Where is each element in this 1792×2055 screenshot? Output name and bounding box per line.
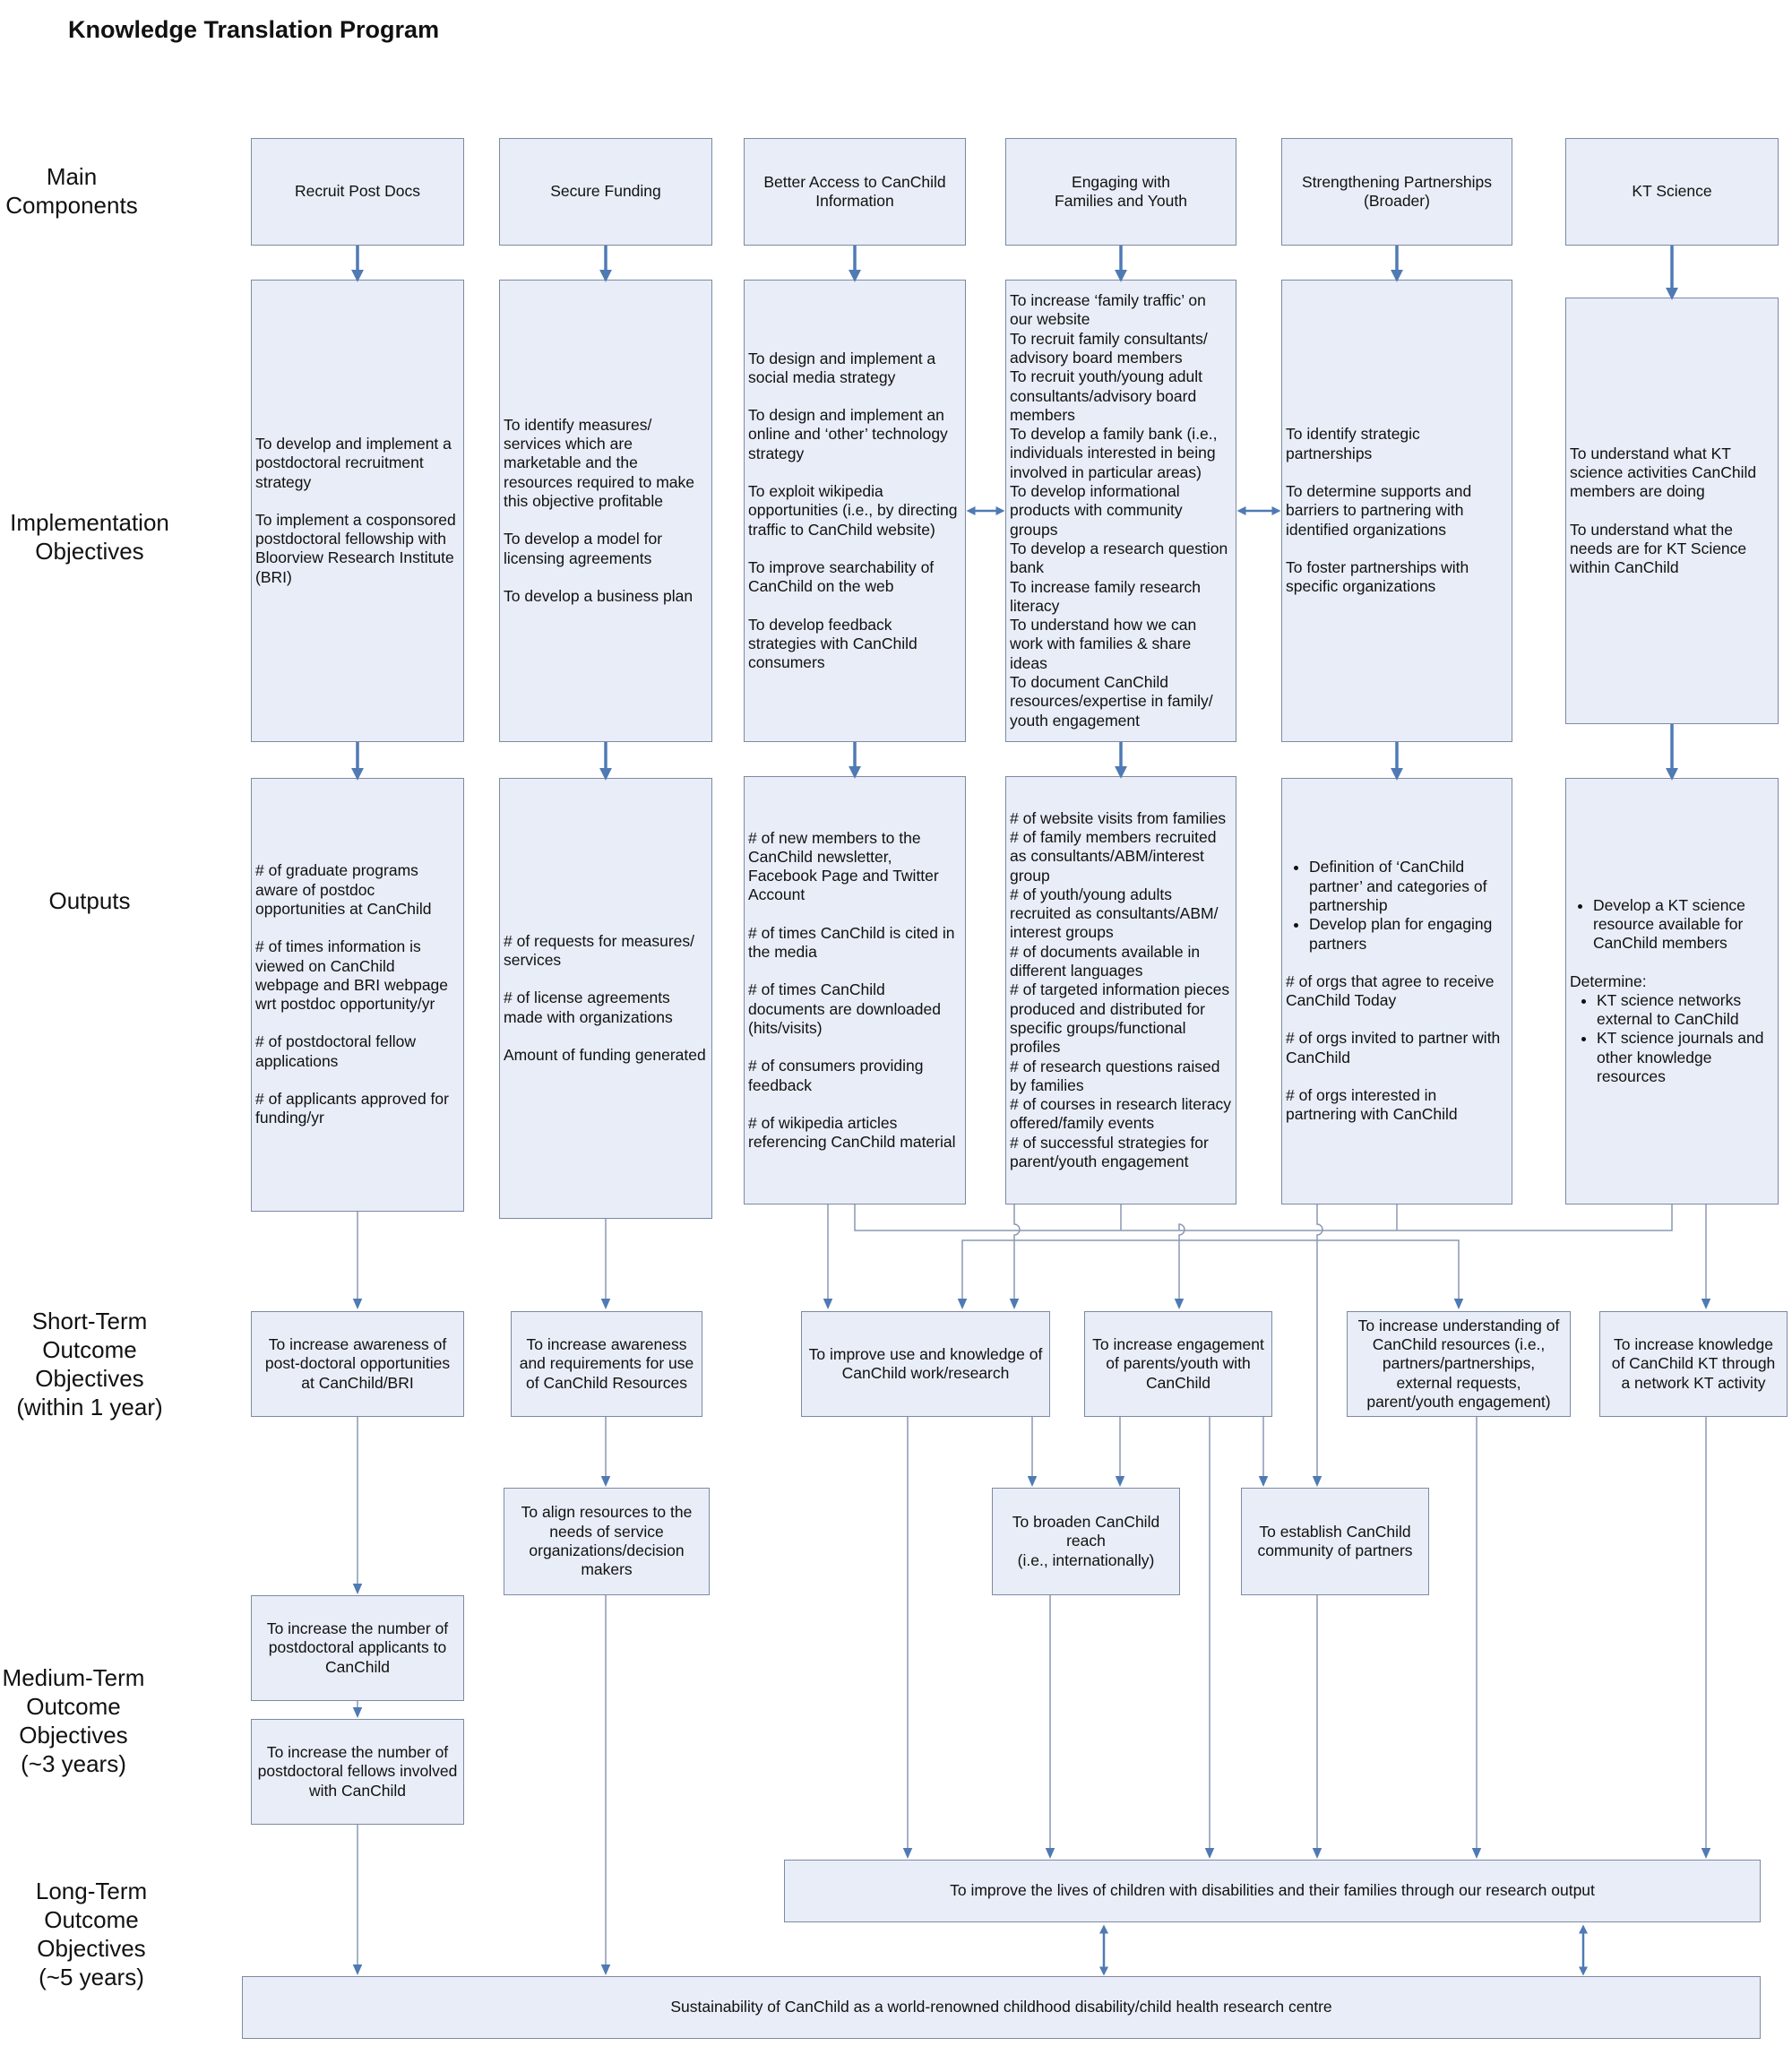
align-resources: To align resources to the needs of servi… (504, 1488, 710, 1595)
implementation-recruit: To develop and implement a postdoctoral … (251, 280, 464, 742)
outputs-kt-science: Develop a KT science resource available … (1565, 778, 1779, 1205)
implementation-funding: To identify measures/ services which are… (499, 280, 712, 742)
page-title: Knowledge Translation Program (68, 16, 440, 43)
short-term-kt-knowledge: To increase knowledge of CanChild KT thr… (1599, 1311, 1788, 1417)
medium-term-applicants: To increase the number of postdoctoral a… (251, 1595, 464, 1701)
implementation-families: To increase ‘family traffic’ on our webs… (1005, 280, 1236, 742)
row-label-outputs: Outputs (48, 887, 131, 914)
short-term-engagement: To increase engagement of parents/youth … (1084, 1311, 1272, 1417)
broaden-reach: To broaden CanChild reach(i.e., internat… (992, 1488, 1180, 1595)
medium-term-fellows: To increase the number of postdoctoral f… (251, 1719, 464, 1825)
component-strengthening-partnerships: Strengthening Partnerships(Broader) (1281, 138, 1512, 246)
long-term-improve-lives: To improve the lives of children with di… (784, 1860, 1761, 1922)
short-term-understanding: To increase understanding of CanChild re… (1347, 1311, 1571, 1417)
short-term-resource-awareness: To increase awareness and requirements f… (511, 1311, 702, 1417)
component-recruit-post-docs: Recruit Post Docs (251, 138, 464, 246)
outputs-partnerships: Definition of ‘CanChild partner’ and cat… (1281, 778, 1512, 1205)
row-label-implementation: Implementation Objectives (10, 509, 169, 565)
short-term-postdoc-awareness: To increase awareness of post-doctoral o… (251, 1311, 464, 1417)
component-kt-science: KT Science (1565, 138, 1779, 246)
component-secure-funding: Secure Funding (499, 138, 712, 246)
long-term-sustainability: Sustainability of CanChild as a world-re… (242, 1976, 1761, 2039)
community-of-partners: To establish CanChild community of partn… (1241, 1488, 1429, 1595)
outputs-recruit: # of graduate programs aware of postdoc … (251, 778, 464, 1212)
outputs-funding: # of requests for measures/ services# of… (499, 778, 712, 1219)
row-label-main: Main Components (5, 163, 138, 219)
outputs-families: # of website visits from families# of fa… (1005, 776, 1236, 1205)
short-term-use-knowledge: To improve use and knowledge of CanChild… (801, 1311, 1050, 1417)
implementation-access: To design and implement a social media s… (744, 280, 966, 742)
outputs-access: # of new members to the CanChild newslet… (744, 776, 966, 1205)
implementation-kt-science: To understand what KT science activities… (1565, 298, 1779, 724)
